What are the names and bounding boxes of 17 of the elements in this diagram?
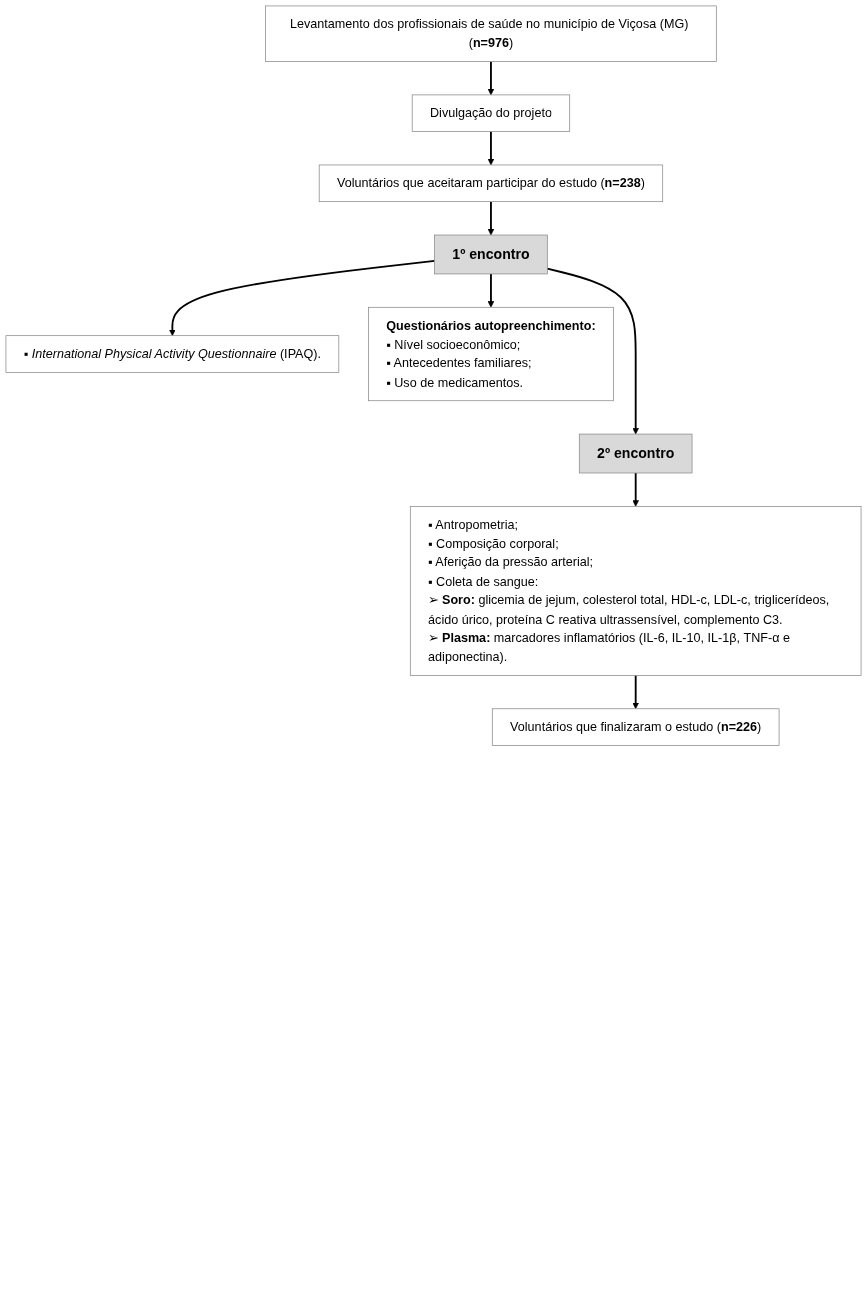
node-box: Voluntários que finalizaram o estudo (n=226) (491, 708, 780, 746)
arrow (632, 674, 639, 710)
arrow (487, 200, 495, 236)
arrow (169, 259, 436, 336)
arrow (546, 267, 639, 435)
node-box: 2º encontro (578, 433, 693, 474)
arrow (487, 273, 495, 308)
node-box: Levantamento dos profissionais de saúde no município de Viçosa (MG) (n=976) (265, 5, 717, 62)
node-box: 1º encontro (434, 234, 548, 275)
node-box: Divulgação do projeto (411, 94, 571, 132)
arrow (632, 472, 639, 507)
node-box: ▪ International Physical Activity Questionnaire (IPAQ). (5, 335, 340, 373)
node-box: Questionários autopreenchimento: ▪ Nível socioeconômico; ▪ Antecedentes familiares; ▪ Uso de medicamentos. (368, 306, 614, 402)
arrow (487, 130, 495, 166)
arrow (487, 60, 495, 96)
node-box: ▪ Antropometria; ▪ Composição corporal; ▪ Aferição da pressão arterial; ▪ Coleta de sangue: ➢ Soro: glicemia de jejum, colesterol total, HDL-c, LDL-c, triglicerídeos, ácido úrico, proteína C reativa ultrassensível, complemento C3. ➢ Plasma: marcadores inflamatórios (IL-6, IL-10, IL-1β, TNF-α e adiponectina). (409, 506, 862, 676)
node-box: Voluntários que aceitaram participar do estudo (n=238) (318, 164, 664, 203)
